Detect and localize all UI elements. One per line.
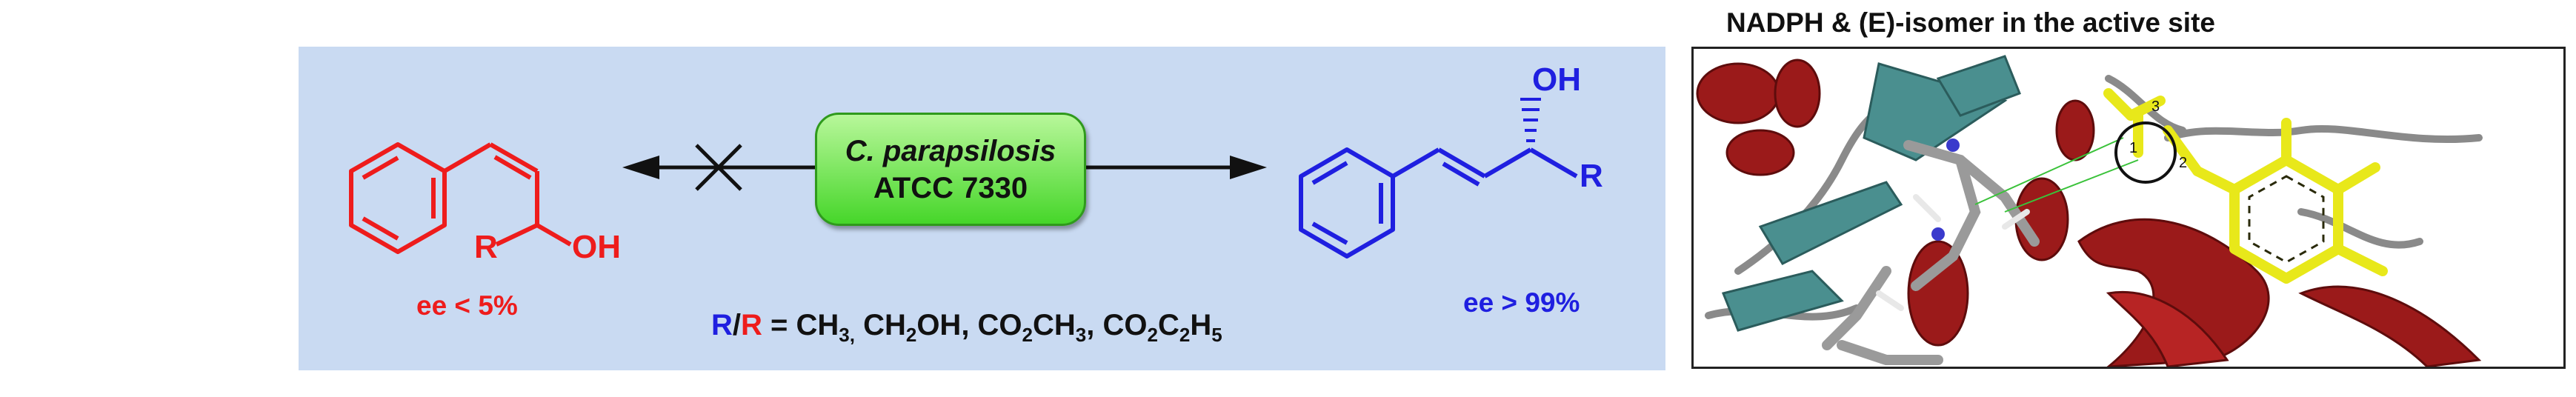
protein-structure-illustration: 3 1 2 <box>1694 49 2563 367</box>
distance-label-2: 2 <box>2179 155 2187 171</box>
r-group-definition: R/R = CH3, CH2OH, CO2CH3, CO2C2H5 <box>711 309 1222 346</box>
blocked-arrow <box>622 144 815 191</box>
e-isomer-oh-label: OH <box>1532 61 1581 98</box>
enzyme-name: C. parapsilosis <box>845 134 1056 167</box>
z-isomer-chain-bond <box>443 142 492 173</box>
forward-arrow <box>1082 156 1267 179</box>
z-isomer-r-label: R <box>474 229 498 265</box>
enzyme-strain: ATCC 7330 <box>873 171 1028 204</box>
e-isomer-ee-label: ee > 99% <box>1463 287 1580 318</box>
e-isomer-r-label: R <box>1580 158 1603 194</box>
enzyme-box: C. parapsilosis ATCC 7330 <box>815 113 1086 226</box>
z-isomer-ee-label: ee < 5% <box>416 290 518 321</box>
active-site-rendering: 3 1 2 <box>1691 47 2566 369</box>
distance-label-3: 3 <box>2151 99 2160 115</box>
z-isomer-benzene-ring <box>349 142 447 254</box>
distance-label-1: 1 <box>2129 140 2137 156</box>
e-isomer-hashed-wedge <box>1520 98 1541 142</box>
z-isomer-oh-label: OH <box>572 229 621 265</box>
e-isomer-structure <box>1299 147 1578 258</box>
active-site-title: NADPH & (E)-isomer in the active site <box>1726 7 2215 38</box>
z-isomer-structure <box>349 142 572 254</box>
